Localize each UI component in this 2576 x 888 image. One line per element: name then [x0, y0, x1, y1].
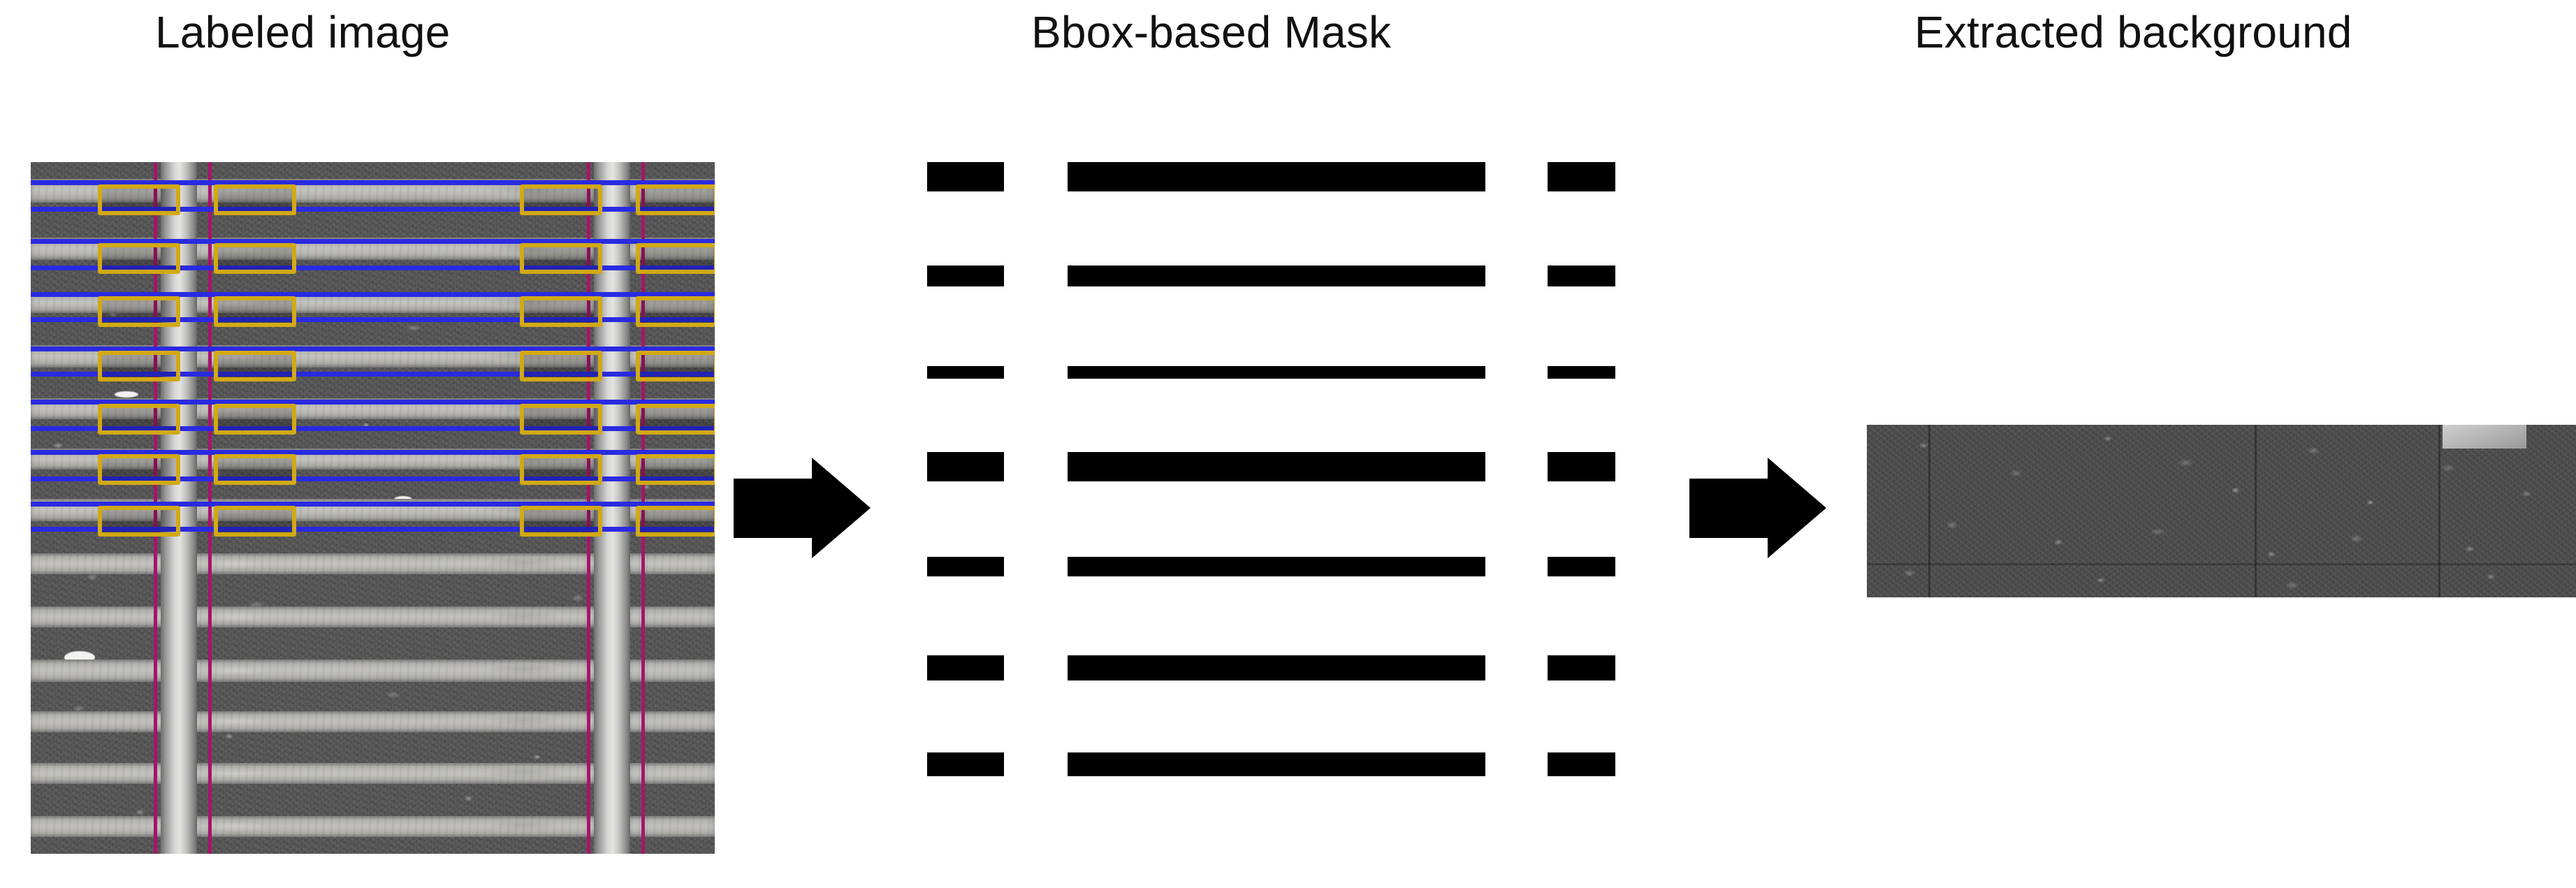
flow-arrow-right-icon [734, 458, 871, 559]
fastener-bounding-box [214, 506, 296, 537]
fastener-bounding-box [636, 404, 715, 435]
fastener-bounding-box [520, 454, 602, 485]
fastener-bounding-box [98, 404, 180, 435]
fastener-bounding-box [214, 351, 296, 381]
sleeper-boundary-line [31, 265, 715, 270]
fastener-bounding-box [520, 243, 602, 274]
mask-bar [1068, 366, 1485, 379]
mask-bar [1548, 752, 1615, 776]
fastener-bounding-box [636, 296, 715, 327]
mask-bar [1068, 162, 1485, 191]
bright-ballast-patch [2443, 425, 2526, 449]
fastener-bounding-box [214, 404, 296, 435]
mask-bar [1068, 452, 1485, 481]
mask-bar [927, 366, 1004, 379]
sleeper-boundary-line [31, 347, 715, 351]
vertical-seam [2255, 425, 2257, 597]
vertical-seam [1928, 425, 1930, 597]
sleeper-boundary-line [31, 372, 715, 377]
fastener-bounding-box [636, 351, 715, 381]
sleeper-boundary-line [31, 239, 715, 244]
sleeper-boundary-line [31, 426, 715, 431]
sleeper-boundary-line [31, 476, 715, 481]
sleeper-boundary-line [31, 207, 715, 212]
labeled-image-panel [31, 162, 715, 854]
sleeper-boundary-line [31, 292, 715, 297]
mask-bar [927, 557, 1004, 576]
flow-arrow-right-icon [1689, 458, 1826, 559]
arrow-shaft [734, 479, 816, 538]
sleeper-boundary-line [31, 180, 715, 185]
mask-bar [1068, 265, 1485, 286]
mask-bar [1548, 265, 1615, 286]
mask-bar [1068, 752, 1485, 776]
sleeper-boundary-line [31, 527, 715, 532]
extracted-ballast-texture [1867, 425, 2576, 597]
mask-bar [1548, 366, 1615, 379]
vertical-seam [2438, 425, 2440, 597]
bbox-based-mask-panel [927, 162, 1615, 861]
fastener-bounding-box [98, 506, 180, 537]
arrow-shaft [1689, 479, 1772, 538]
mask-bar [927, 655, 1004, 680]
fastener-bounding-box [98, 243, 180, 274]
mask-bar [1548, 557, 1615, 576]
fastener-bounding-box [98, 454, 180, 485]
fastener-bounding-box [636, 454, 715, 485]
fastener-bounding-box [520, 296, 602, 327]
fastener-bounding-box [636, 243, 715, 274]
fastener-bounding-box [636, 184, 715, 215]
mask-bar [1068, 655, 1485, 680]
fastener-bounding-box [520, 184, 602, 215]
arrow-head [1768, 458, 1826, 558]
fastener-bounding-box [214, 243, 296, 274]
rail-boundary-line [208, 162, 212, 854]
mask-bar [1548, 655, 1615, 680]
panel-title-labeled-image: Labeled image [155, 7, 451, 57]
mask-bar [1068, 557, 1485, 576]
panel-title-extracted-background: Extracted background [1914, 7, 2352, 57]
fastener-bounding-box [98, 296, 180, 327]
sleeper-boundary-line [31, 317, 715, 322]
mask-bar [1548, 452, 1615, 481]
fastener-bounding-box [214, 296, 296, 327]
ballast-speck [115, 391, 138, 398]
sleeper-boundary-line [31, 400, 715, 405]
arrow-head [812, 458, 871, 558]
fastener-bounding-box [636, 506, 715, 537]
panel-title-bbox-based-mask: Bbox-based Mask [1031, 7, 1392, 57]
fastener-bounding-box [214, 454, 296, 485]
fastener-bounding-box [520, 404, 602, 435]
horizontal-seam [1867, 563, 2576, 565]
extracted-background-panel [1867, 425, 2576, 597]
sleeper-boundary-line [31, 502, 715, 507]
mask-bar [1548, 162, 1615, 191]
mask-bar [927, 452, 1004, 481]
mask-bar [927, 265, 1004, 286]
mask-bar [927, 162, 1004, 191]
fastener-bounding-box [520, 351, 602, 381]
mask-bar [927, 752, 1004, 776]
fastener-bounding-box [520, 506, 602, 537]
fastener-bounding-box [214, 184, 296, 215]
sleeper-boundary-line [31, 450, 715, 455]
fastener-bounding-box [98, 351, 180, 381]
fastener-bounding-box [98, 184, 180, 215]
